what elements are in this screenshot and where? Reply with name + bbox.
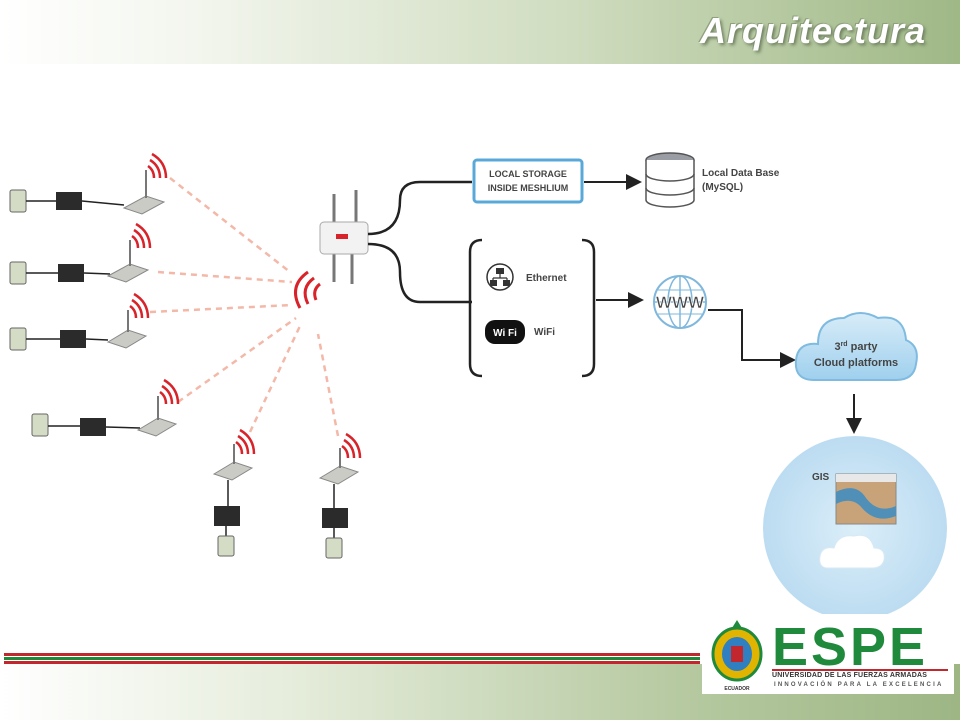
cloud-label-superscript: rd bbox=[841, 341, 848, 348]
sensor-probe-icon bbox=[9, 189, 27, 213]
gis-cloud-icon bbox=[819, 534, 885, 569]
radio-wave-icon bbox=[131, 222, 152, 249]
gis-label: GIS bbox=[812, 472, 830, 483]
database-label-line-1: Local Data Base bbox=[702, 168, 780, 179]
sensor-node-column-2 bbox=[318, 432, 362, 559]
espe-crest-icon: ECUADOR bbox=[711, 620, 763, 692]
gis-map-screen-icon bbox=[835, 473, 897, 525]
mote-device-icon bbox=[318, 465, 360, 485]
radio-links bbox=[149, 177, 340, 437]
architecture-diagram: LOCAL STORAGE INSIDE MESHLIUM Local Data… bbox=[9, 152, 947, 620]
footer-stripes bbox=[4, 653, 700, 665]
mote-device-icon bbox=[122, 195, 166, 215]
sensor-probe-icon bbox=[325, 537, 343, 559]
mote-device-icon bbox=[212, 461, 254, 481]
wifi-badge-text: Wi Fi bbox=[493, 328, 517, 339]
database-icon bbox=[645, 152, 695, 208]
footer-stripe-green bbox=[4, 657, 700, 660]
cloud-label-rest: party bbox=[848, 341, 879, 353]
local-storage-label-line-1: LOCAL STORAGE bbox=[489, 169, 567, 179]
gateway-logo bbox=[336, 234, 348, 239]
radio-wave-icon bbox=[235, 428, 256, 455]
sensor-probe-icon bbox=[9, 327, 27, 351]
mote-device-icon bbox=[136, 417, 178, 437]
slide-title: Arquitectura bbox=[699, 10, 926, 51]
sensor-board-icon bbox=[60, 330, 86, 348]
espe-tagline: INNOVACIÓN PARA LA EXCELENCIA bbox=[774, 682, 944, 688]
cloud-label-line-1: 3rd party bbox=[834, 341, 878, 353]
radio-wave-icon bbox=[341, 432, 362, 459]
gateway-radio-wave-icon bbox=[294, 270, 321, 309]
ethernet-label: Ethernet bbox=[526, 273, 567, 284]
www-globe-icon: WWW bbox=[653, 275, 707, 329]
connectivity-bracket bbox=[468, 238, 596, 378]
espe-subtitle: UNIVERSIDAD DE LAS FUERZAS ARMADAS bbox=[772, 672, 928, 679]
espe-divider bbox=[772, 669, 948, 671]
sensor-board-icon bbox=[322, 508, 348, 528]
footer-stripe-red bbox=[4, 653, 700, 656]
sensor-board-icon bbox=[214, 506, 240, 526]
sensor-board-icon bbox=[56, 192, 82, 210]
sensor-node-row-2 bbox=[9, 222, 152, 285]
mote-device-icon bbox=[106, 263, 150, 283]
sensor-probe-icon bbox=[9, 261, 27, 285]
mote-device-icon bbox=[106, 329, 148, 349]
gis-circle: GIS bbox=[763, 436, 947, 620]
sensor-board-icon bbox=[58, 264, 84, 282]
wifi-badge-icon: Wi Fi bbox=[485, 320, 525, 344]
sensor-node-row-4 bbox=[31, 378, 180, 437]
sensor-probe-icon bbox=[217, 535, 235, 557]
espe-logo: ECUADOR ESPE UNIVERSIDAD DE LAS FUERZAS … bbox=[702, 614, 954, 694]
gateway-connectors bbox=[367, 180, 472, 304]
sensor-board-icon bbox=[80, 418, 106, 436]
local-storage-label-line-2: INSIDE MESHLIUM bbox=[488, 183, 569, 193]
sensor-node-column-1 bbox=[212, 428, 256, 557]
radio-wave-icon bbox=[147, 152, 168, 179]
sensor-node-row-1 bbox=[9, 152, 168, 215]
cloud-label-number: 3 bbox=[834, 341, 840, 353]
radio-wave-icon bbox=[129, 292, 150, 319]
www-label: WWW bbox=[656, 293, 705, 312]
cloud-label-line-2: Cloud platforms bbox=[814, 357, 898, 369]
ethernet-icon bbox=[486, 263, 514, 291]
www-to-cloud-arrow bbox=[708, 309, 796, 368]
espe-crest-text: ECUADOR bbox=[724, 686, 750, 692]
cloud-platforms-icon bbox=[794, 312, 918, 381]
radio-wave-icon bbox=[159, 378, 180, 405]
footer-stripe-red bbox=[4, 661, 700, 664]
espe-wordmark: ESPE bbox=[772, 617, 929, 677]
database-label-line-2: (MySQL) bbox=[702, 182, 743, 193]
local-storage-box: LOCAL STORAGE INSIDE MESHLIUM bbox=[472, 158, 584, 204]
header-band bbox=[0, 0, 960, 64]
gateway-device bbox=[319, 190, 369, 284]
wifi-label: WiFi bbox=[534, 327, 555, 338]
sensor-probe-icon bbox=[31, 413, 49, 437]
sensor-node-row-3 bbox=[9, 292, 150, 351]
